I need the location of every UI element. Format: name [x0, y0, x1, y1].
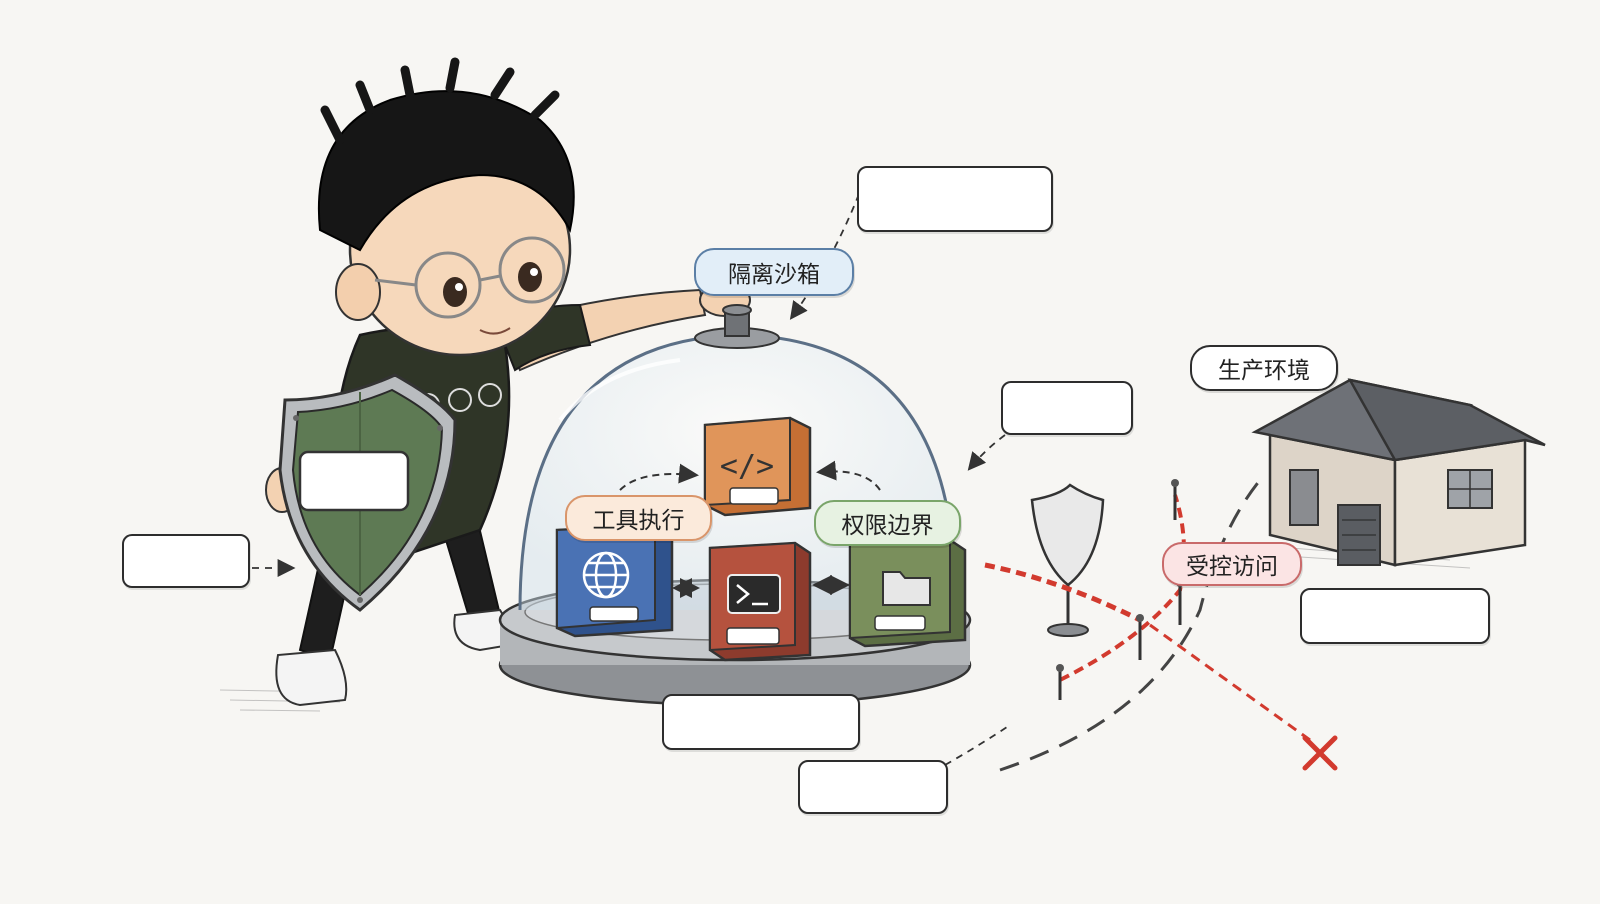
flow-arrows — [619, 460, 881, 598]
production-tag: 生产环境 — [1190, 345, 1338, 391]
terminal-cube — [708, 541, 812, 662]
globe-cube — [555, 523, 674, 638]
blank-label-top — [857, 166, 1053, 232]
blocked-path — [1149, 623, 1338, 771]
permission-tag: 权限边界 — [814, 500, 961, 546]
code-icon: </> — [720, 449, 774, 484]
terminal-icon — [727, 574, 781, 614]
folder-cube — [848, 538, 967, 648]
house-icon — [1251, 378, 1546, 567]
shield-icon — [278, 373, 457, 612]
folder-icon — [882, 571, 931, 606]
sandbox-tag: 隔离沙箱 — [694, 248, 854, 296]
blocked-x-icon — [1302, 735, 1338, 771]
barrier — [984, 479, 1262, 772]
blank-label-left — [122, 534, 250, 588]
blank-label-base — [662, 694, 860, 750]
controlled-access-tag: 受控访问 — [1162, 542, 1302, 586]
tool-exec-tag: 工具执行 — [565, 495, 712, 541]
post-shield-icon — [1030, 483, 1105, 637]
shield-blank-label — [298, 450, 410, 512]
globe-icon — [582, 551, 630, 599]
blank-label-bottom — [798, 760, 948, 814]
blank-label-house — [1300, 588, 1490, 644]
blank-label-dome-right — [1001, 381, 1133, 435]
code-cube: </> — [703, 416, 812, 517]
knob-icon[interactable] — [694, 304, 780, 349]
